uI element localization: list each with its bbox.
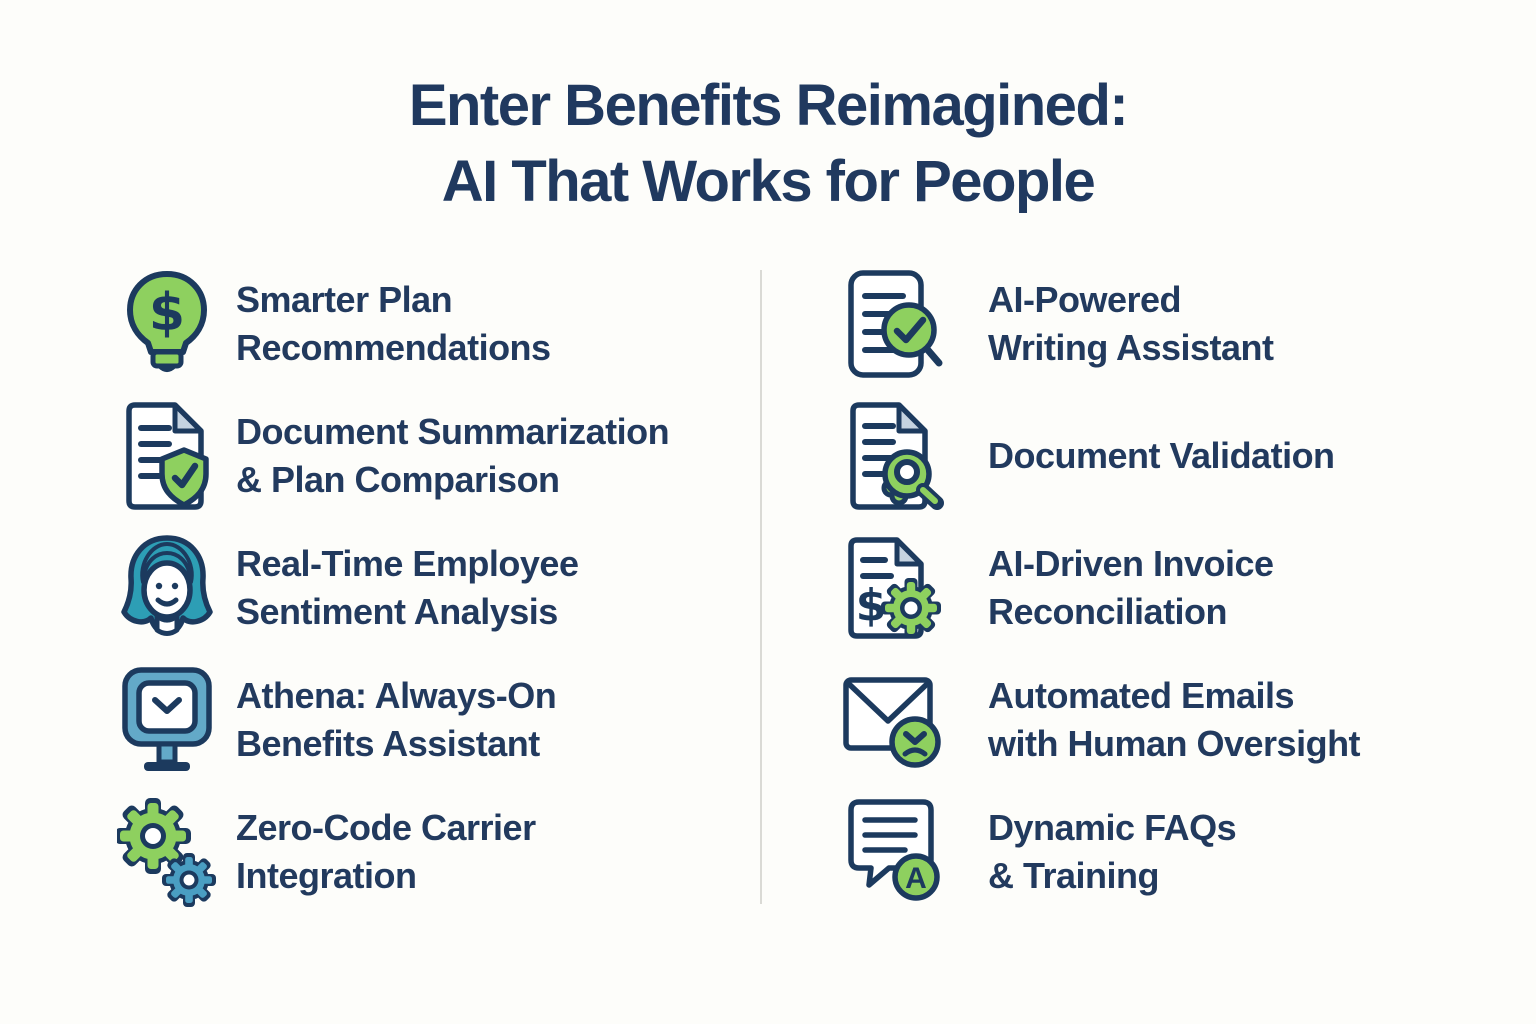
feature-item: A Dynamic FAQs & Training — [838, 796, 1498, 908]
feature-label: Smarter Plan Recommendations — [236, 279, 551, 368]
feature-label: Zero-Code Carrier Integration — [236, 807, 536, 896]
feature-label: Athena: Always-On Benefits Assistant — [236, 675, 557, 764]
feature-label: Document Validation — [988, 435, 1335, 476]
document-shield-check-icon — [112, 400, 222, 512]
page-title: Enter Benefits Reimagined: AI That Works… — [0, 68, 1536, 220]
column-divider — [760, 270, 762, 904]
feature-item: Real-Time Employee Sentiment Analysis — [112, 532, 742, 644]
page-title-line2: AI That Works for People — [441, 149, 1096, 214]
svg-text:A: A — [905, 862, 927, 895]
envelope-approval-icon — [838, 664, 948, 776]
document-seal-magnifier-icon — [838, 400, 948, 512]
feature-label: Automated Emails with Human Oversight — [988, 675, 1361, 764]
feature-item: Zero-Code Carrier Integration — [112, 796, 742, 908]
page-title-line1: Enter Benefits Reimagined: — [408, 73, 1129, 138]
right-column: AI-Powered Writing Assistant — [838, 268, 1498, 908]
lightbulb-dollar-icon: $ — [112, 268, 222, 380]
chat-bubble-answer-icon: A — [838, 796, 948, 908]
feature-item: $ — [838, 532, 1498, 644]
gears-icon — [112, 796, 222, 908]
feature-label: Dynamic FAQs & Training — [988, 807, 1237, 896]
feature-item: Athena: Always-On Benefits Assistant — [112, 664, 742, 776]
feature-label: Document Summarization & Plan Comparison — [236, 411, 670, 500]
svg-text:$: $ — [149, 283, 185, 343]
feature-item: Document Validation — [838, 400, 1498, 512]
feature-label: AI-Powered Writing Assistant — [988, 279, 1274, 368]
feature-item: AI-Powered Writing Assistant — [838, 268, 1498, 380]
monitor-assistant-icon — [112, 664, 222, 776]
feature-item: $ Smarter Plan Recommendations — [112, 268, 742, 380]
left-column: $ Smarter Plan Recommendations Document … — [112, 268, 742, 908]
document-check-magnifier-icon — [838, 268, 948, 380]
feature-item: Automated Emails with Human Oversight — [838, 664, 1498, 776]
feature-label: AI-Driven Invoice Reconciliation — [988, 543, 1274, 632]
feature-item: Document Summarization & Plan Comparison — [112, 400, 742, 512]
invoice-gear-icon: $ — [838, 532, 948, 644]
employee-face-icon — [112, 532, 222, 644]
feature-label: Real-Time Employee Sentiment Analysis — [236, 543, 579, 632]
